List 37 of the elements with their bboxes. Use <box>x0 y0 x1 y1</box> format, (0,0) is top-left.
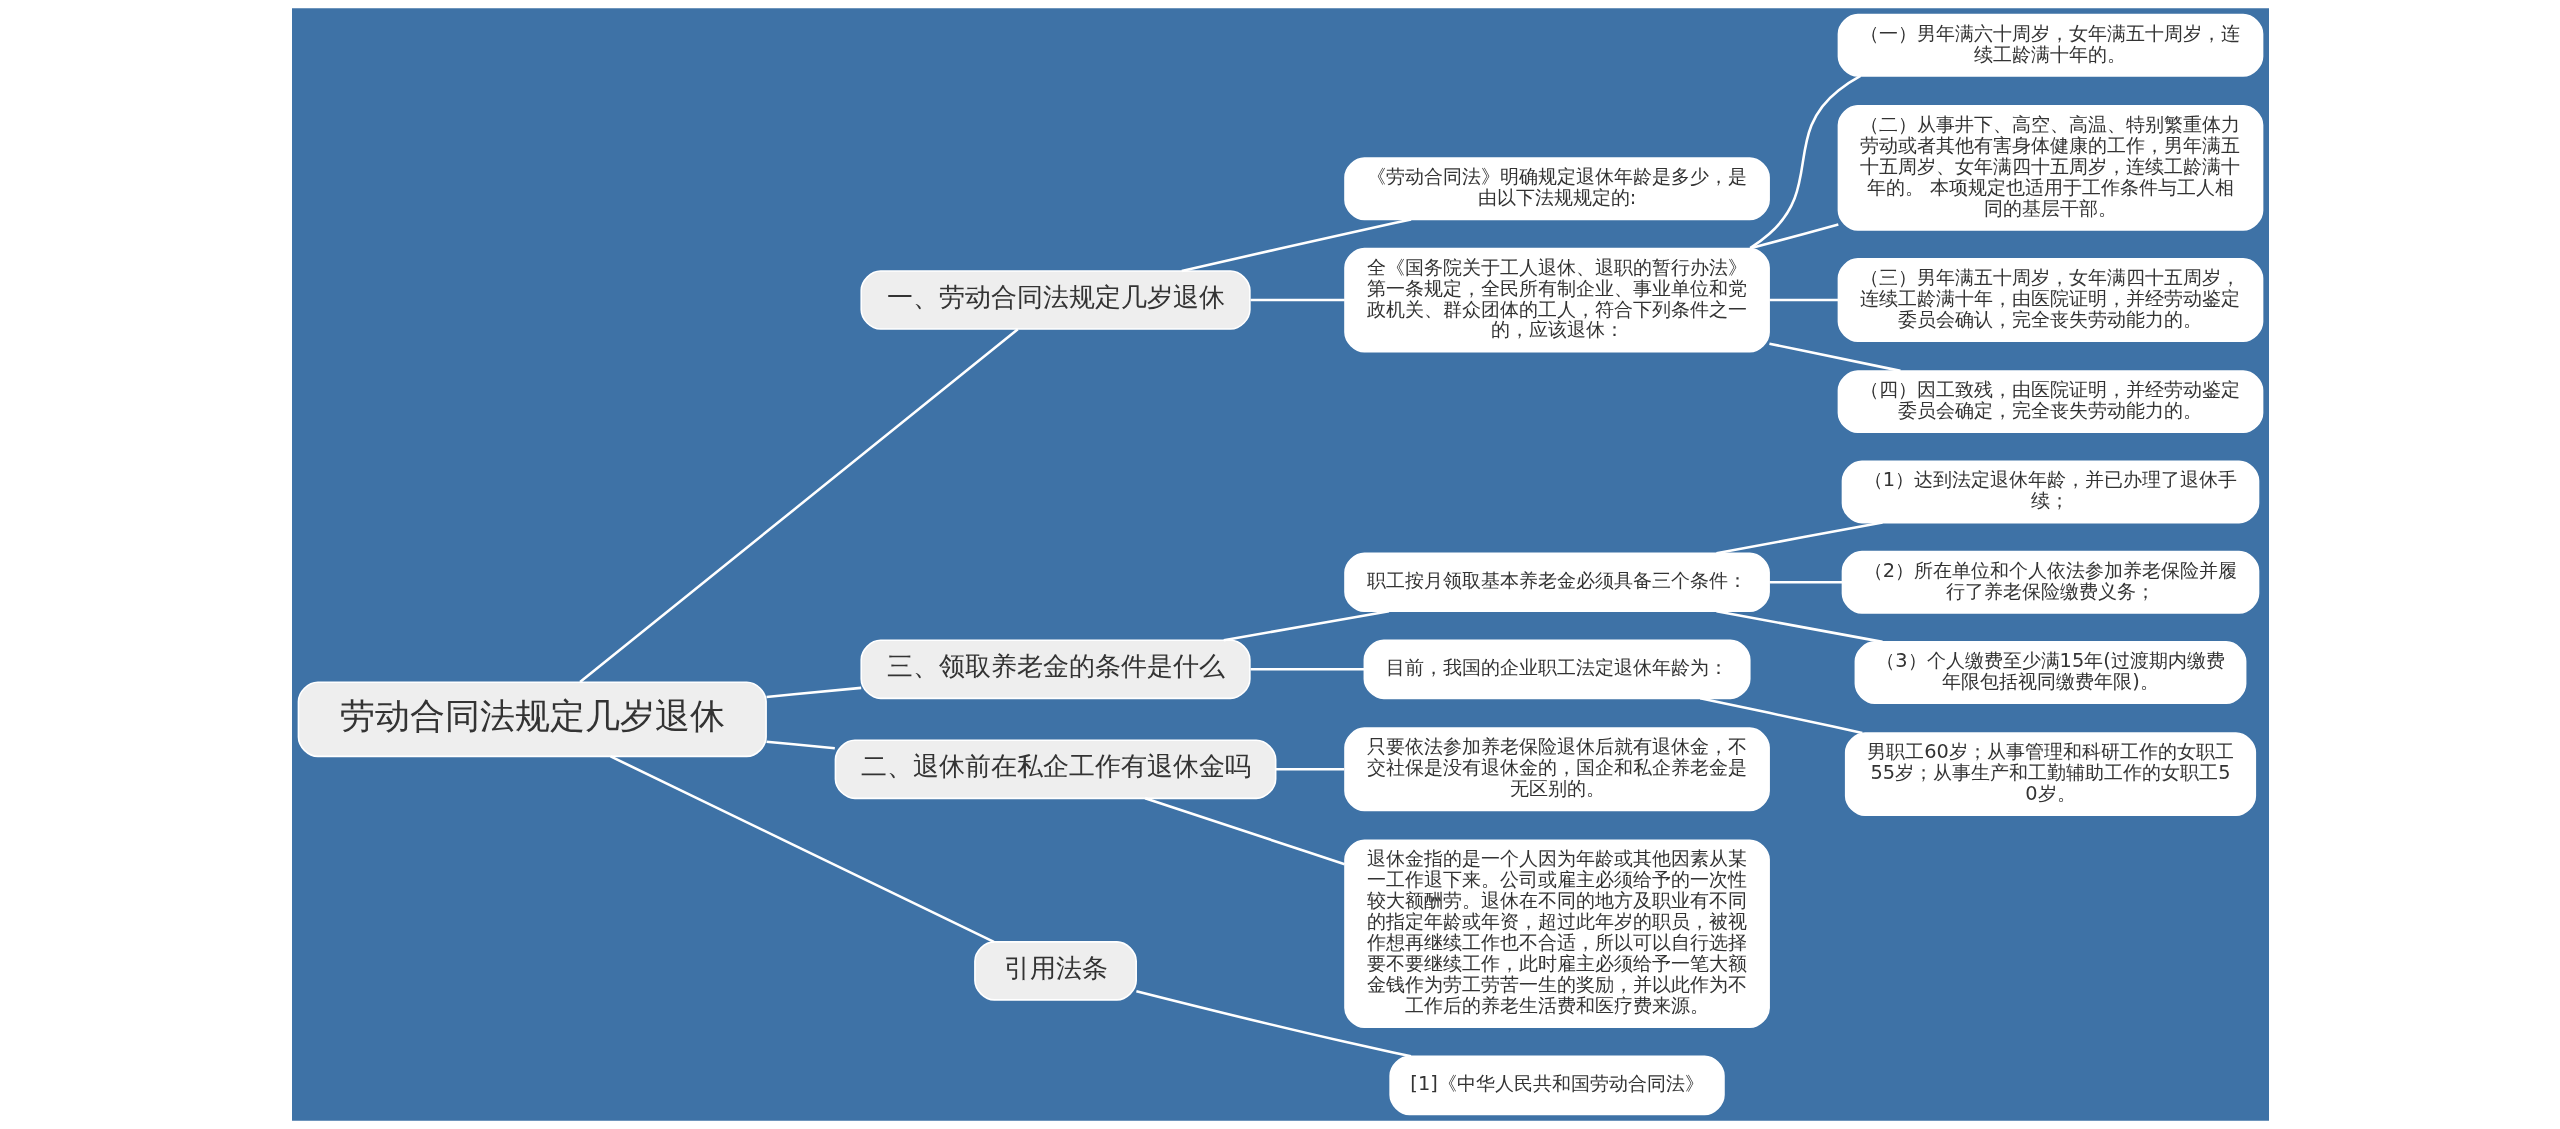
node-box: 二、退休前在私企工作有退休金吗 <box>834 739 1276 800</box>
connector <box>1250 668 1364 671</box>
connector <box>1749 223 1839 250</box>
node-box: （1）达到法定退休年龄，并已办理了退休手续； <box>1841 460 2259 524</box>
node-box: 目前，我国的企业职工法定退休年龄为： <box>1363 639 1751 700</box>
connector <box>1768 580 1842 584</box>
connector <box>765 740 835 750</box>
node-box: 男职工60岁；从事管理和科研工作的女职工55岁；从事生产和工勤辅助工作的女职工50岁。 <box>1844 732 2256 817</box>
node-box: 引用法条 <box>973 941 1137 1001</box>
connector <box>578 328 1019 684</box>
node-box: 劳动合同法规定几岁退休 <box>297 681 767 758</box>
node-box: 职工按月领取基本养老金必须具备三个条件： <box>1343 552 1770 613</box>
connector <box>1250 298 1345 302</box>
connector <box>1135 990 1411 1058</box>
node-box: 一、劳动合同法规定几岁退休 <box>859 270 1251 330</box>
node-box: （3）个人缴费至少满15年(过渡期内缴费年限包括视同缴费年限)。 <box>1854 641 2246 704</box>
connector <box>765 686 861 699</box>
connector <box>1144 797 1345 866</box>
node-box: 退休金指的是一个人因为年龄或其他因素从某一工作退下来。公司或雇主必须给予的一次性较大额酬劳。退休在不同的地方及职业有不同的指定年龄或年资，超过此年岁的职员，被视作想再继续工作也不合适，所以可以自行选择要不要继续工作，此时雇主必须给予一笔大额金钱作为劳工劳苦一生的奖励，并以此作为不工作后的养老生活费和医疗费来源。 <box>1343 839 1770 1029</box>
node-box: （一）男年满六十周岁，女年满五十周岁，连续工龄满十年的。 <box>1837 13 2263 77</box>
node-box: （二）从事井下、高空、高温、特别繁重体力劳动或者其他有害身体健康的工作，男年满五十五周岁、女年满四十五周岁，连续工龄满十年的。 本项规定也适用于工作条件与工人相同的基层干部。 <box>1837 104 2263 231</box>
node-box: （三）男年满五十周岁，女年满四十五周岁，连续工龄满十年，由医院证明，并经劳动鉴定委员会确认，完全丧失劳动能力的。 <box>1837 258 2263 342</box>
node-box: （2）所在单位和个人依法参加养老保险并履行了养老保险缴费义务； <box>1841 550 2259 614</box>
connector <box>1275 768 1344 771</box>
connector <box>609 755 994 943</box>
connector <box>1715 610 1883 644</box>
connector <box>1699 697 1863 735</box>
node-box: 三、领取养老金的条件是什么 <box>859 639 1251 700</box>
node-box: 全《国务院关于工人退休、退职的暂行办法》第一条规定，全民所有制企业、事业单位和党政机关、群众团体的工人，符合下列条件之一的，应该退休： <box>1343 247 1770 353</box>
node-box: [1]《中华人民共和国劳动合同法》 <box>1388 1055 1725 1116</box>
connector <box>1768 298 1838 302</box>
node-box: （四）因工致残，由医院证明，并经劳动鉴定委员会确定，完全丧失劳动能力的。 <box>1837 370 2263 434</box>
connector <box>1223 610 1389 642</box>
node-box: 《劳动合同法》明确规定退休年龄是多少，是由以下法规规定的: <box>1343 157 1770 221</box>
node-box: 只要依法参加养老保险退休后就有退休金，不交社保是没有退休金的，国企和私企养老金是无区别的。 <box>1343 727 1770 812</box>
connector <box>1715 521 1883 555</box>
connector <box>1748 74 1861 250</box>
